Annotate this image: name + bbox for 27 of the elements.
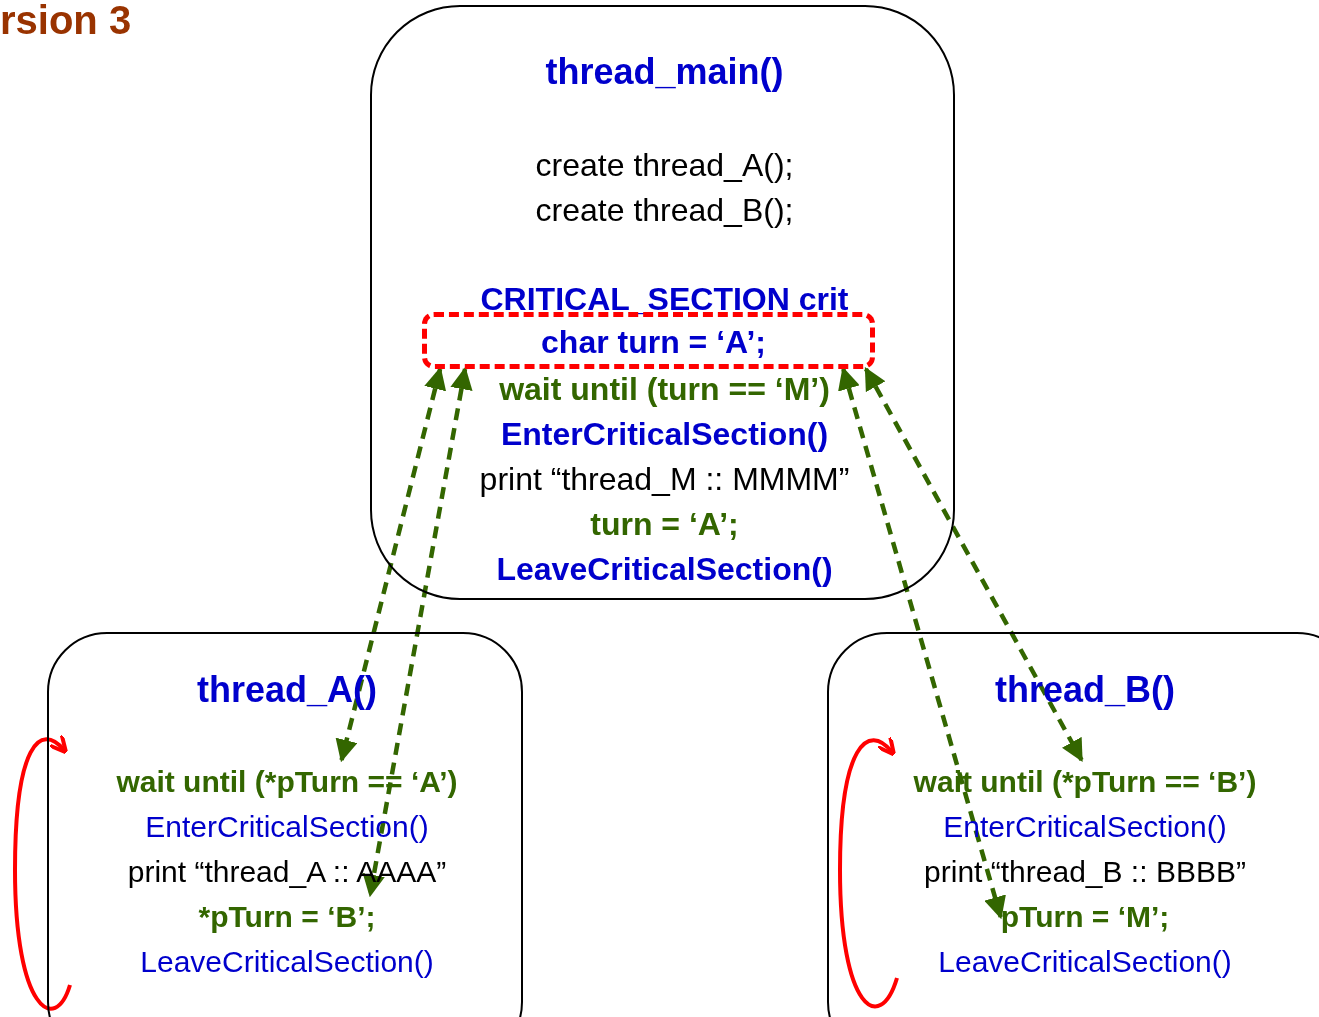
double-arrow (863, 367, 1084, 762)
code-line: LeaveCriticalSection() (140, 944, 434, 980)
double-arrow (362, 366, 473, 898)
code-line: LeaveCriticalSection() (938, 944, 1232, 980)
function-heading: thread_A() (197, 668, 377, 712)
code-line: CRITICAL_SECTION crit (480, 280, 849, 319)
code-line: pTurn = ‘M’; (1000, 895, 1170, 939)
function-heading: thread_B() (995, 668, 1175, 712)
code-line: EnterCriticalSection() (500, 415, 829, 454)
double-arrow (335, 366, 447, 763)
code-line: wait until (turn == ‘M’) (499, 370, 830, 409)
code-line: EnterCriticalSection() (145, 809, 429, 845)
function-heading: thread_main() (545, 50, 784, 94)
thread-box (827, 632, 1319, 1017)
thread-box (47, 632, 523, 1017)
code-line: wait until (*pTurn == ‘B’) (913, 760, 1257, 804)
code-line: EnterCriticalSection() (943, 809, 1227, 845)
code-line: *pTurn = ‘B’; (198, 895, 376, 939)
code-line: LeaveCriticalSection() (496, 550, 833, 589)
thread-box (370, 5, 955, 600)
code-line: turn = ‘A’; (590, 505, 739, 544)
code-line: char turn = ‘A’; (541, 323, 766, 362)
page-title: rsion 3 (0, 0, 132, 40)
code-line: create thread_A(); create thread_B(); (534, 146, 795, 230)
code-line: print “thread_M :: MMMM” (479, 460, 850, 499)
double-arrow (838, 366, 1006, 920)
code-line: print “thread_B :: BBBB” (924, 854, 1246, 890)
